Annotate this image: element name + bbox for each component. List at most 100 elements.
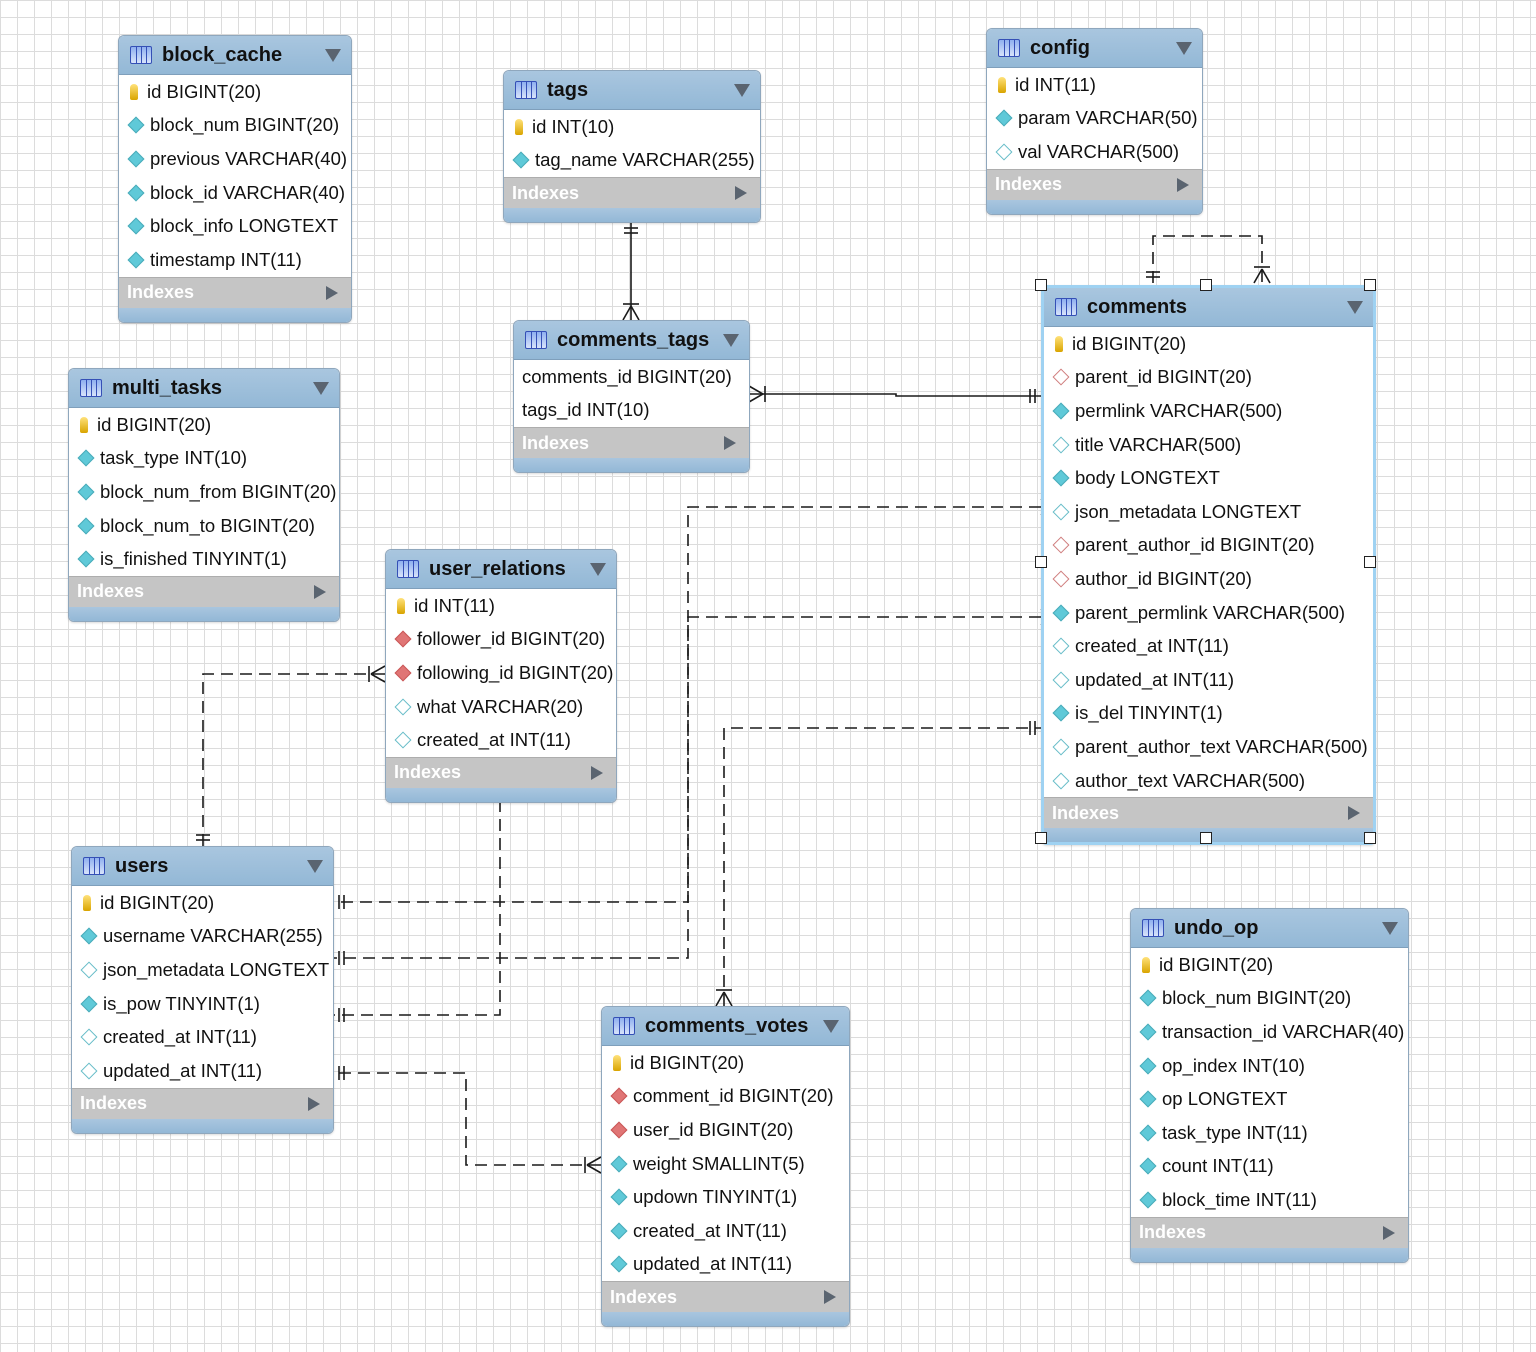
indexes-section[interactable]: Indexes bbox=[1044, 797, 1373, 829]
table-menu-icon[interactable] bbox=[734, 84, 750, 97]
column-row[interactable]: json_metadata LONGTEXT bbox=[72, 953, 333, 987]
indexes-section[interactable]: Indexes bbox=[514, 427, 749, 459]
column-row[interactable]: created_at INT(11) bbox=[602, 1214, 849, 1248]
table-menu-icon[interactable] bbox=[590, 563, 606, 576]
column-row[interactable]: block_num BIGINT(20) bbox=[119, 109, 351, 143]
column-row[interactable]: op LONGTEXT bbox=[1131, 1082, 1408, 1116]
indexes-section[interactable]: Indexes bbox=[386, 756, 616, 788]
expand-arrow-icon[interactable] bbox=[824, 1290, 836, 1305]
column-row[interactable]: updown TINYINT(1) bbox=[602, 1180, 849, 1214]
table-menu-icon[interactable] bbox=[307, 860, 323, 873]
expand-arrow-icon[interactable] bbox=[308, 1096, 320, 1111]
indexes-section[interactable]: Indexes bbox=[69, 575, 339, 607]
column-row[interactable]: id BIGINT(20) bbox=[602, 1046, 849, 1080]
table-menu-icon[interactable] bbox=[1176, 42, 1192, 55]
column-row[interactable]: block_id VARCHAR(40) bbox=[119, 176, 351, 210]
column-row[interactable]: task_type INT(11) bbox=[1131, 1116, 1408, 1150]
column-row[interactable]: following_id BIGINT(20) bbox=[386, 656, 616, 690]
indexes-section[interactable]: Indexes bbox=[72, 1087, 333, 1119]
column-row[interactable]: id BIGINT(20) bbox=[72, 886, 333, 920]
column-row[interactable]: id BIGINT(20) bbox=[119, 75, 351, 109]
table-header[interactable]: block_cache bbox=[119, 36, 351, 75]
resize-handle[interactable] bbox=[1199, 279, 1212, 291]
column-row[interactable]: updated_at INT(11) bbox=[72, 1054, 333, 1088]
relationship-line-comments-tags-comments[interactable] bbox=[749, 393, 1041, 397]
column-row[interactable]: what VARCHAR(20) bbox=[386, 690, 616, 724]
column-row[interactable]: is_finished TINYINT(1) bbox=[69, 542, 339, 576]
expand-arrow-icon[interactable] bbox=[1177, 177, 1189, 192]
column-row[interactable]: created_at INT(11) bbox=[72, 1020, 333, 1054]
table-header[interactable]: comments_votes bbox=[602, 1007, 849, 1046]
table-header[interactable]: user_relations bbox=[386, 550, 616, 589]
table-menu-icon[interactable] bbox=[1382, 922, 1398, 935]
table-header[interactable]: undo_op bbox=[1131, 909, 1408, 948]
column-row[interactable]: count INT(11) bbox=[1131, 1150, 1408, 1184]
column-row[interactable]: tags_id INT(10) bbox=[514, 394, 749, 428]
resize-handle[interactable] bbox=[1199, 832, 1212, 844]
column-row[interactable]: user_id BIGINT(20) bbox=[602, 1113, 849, 1147]
column-row[interactable]: op_index INT(10) bbox=[1131, 1049, 1408, 1083]
column-row[interactable]: is_del TINYINT(1) bbox=[1044, 697, 1373, 731]
indexes-section[interactable]: Indexes bbox=[119, 276, 351, 308]
column-row[interactable]: transaction_id VARCHAR(40) bbox=[1131, 1015, 1408, 1049]
table-header[interactable]: config bbox=[987, 29, 1202, 68]
column-row[interactable]: parent_permlink VARCHAR(500) bbox=[1044, 596, 1373, 630]
column-row[interactable]: block_info LONGTEXT bbox=[119, 209, 351, 243]
relationship-line-user-relations-users-follower[interactable] bbox=[202, 673, 385, 846]
column-row[interactable]: username VARCHAR(255) bbox=[72, 920, 333, 954]
table-header[interactable]: users bbox=[72, 847, 333, 886]
expand-arrow-icon[interactable] bbox=[1348, 806, 1360, 821]
column-row[interactable]: block_num BIGINT(20) bbox=[1131, 982, 1408, 1016]
expand-arrow-icon[interactable] bbox=[1383, 1225, 1395, 1240]
table-menu-icon[interactable] bbox=[313, 382, 329, 395]
table-header[interactable]: comments_tags bbox=[514, 321, 749, 360]
resize-handle[interactable] bbox=[1364, 555, 1376, 568]
column-row[interactable]: created_at INT(11) bbox=[386, 723, 616, 757]
column-row[interactable]: parent_author_text VARCHAR(500) bbox=[1044, 730, 1373, 764]
column-row[interactable]: id BIGINT(20) bbox=[1131, 948, 1408, 982]
expand-arrow-icon[interactable] bbox=[326, 285, 338, 300]
column-row[interactable]: updated_at INT(11) bbox=[602, 1248, 849, 1282]
column-row[interactable]: follower_id BIGINT(20) bbox=[386, 623, 616, 657]
table-header[interactable]: tags bbox=[504, 71, 760, 110]
column-row[interactable]: val VARCHAR(500) bbox=[987, 135, 1202, 169]
resize-handle[interactable] bbox=[1364, 832, 1376, 844]
relationship-line-comments-self[interactable] bbox=[1152, 235, 1263, 283]
column-row[interactable]: block_num_to BIGINT(20) bbox=[69, 509, 339, 543]
column-row[interactable]: weight SMALLINT(5) bbox=[602, 1147, 849, 1181]
resize-handle[interactable] bbox=[1364, 279, 1376, 291]
expand-arrow-icon[interactable] bbox=[724, 436, 736, 451]
table-header[interactable]: comments bbox=[1044, 288, 1373, 327]
indexes-section[interactable]: Indexes bbox=[602, 1281, 849, 1313]
column-row[interactable]: id INT(11) bbox=[386, 589, 616, 623]
column-row[interactable]: tag_name VARCHAR(255) bbox=[504, 144, 760, 178]
column-row[interactable]: parent_author_id BIGINT(20) bbox=[1044, 529, 1373, 563]
table-menu-icon[interactable] bbox=[723, 334, 739, 347]
column-row[interactable]: id BIGINT(20) bbox=[1044, 327, 1373, 361]
indexes-section[interactable]: Indexes bbox=[504, 177, 760, 209]
column-row[interactable]: updated_at INT(11) bbox=[1044, 663, 1373, 697]
indexes-section[interactable]: Indexes bbox=[1131, 1216, 1408, 1248]
column-row[interactable]: title VARCHAR(500) bbox=[1044, 428, 1373, 462]
column-row[interactable]: timestamp INT(11) bbox=[119, 243, 351, 277]
column-row[interactable]: created_at INT(11) bbox=[1044, 629, 1373, 663]
expand-arrow-icon[interactable] bbox=[314, 584, 326, 599]
relationship-line-votes-comments[interactable] bbox=[723, 727, 1041, 1006]
column-row[interactable]: task_type INT(10) bbox=[69, 442, 339, 476]
column-row[interactable]: param VARCHAR(50) bbox=[987, 102, 1202, 136]
column-row[interactable]: id INT(10) bbox=[504, 110, 760, 144]
relationship-line-user-relations-users-following[interactable] bbox=[333, 800, 501, 1016]
column-row[interactable]: block_num_from BIGINT(20) bbox=[69, 475, 339, 509]
table-menu-icon[interactable] bbox=[823, 1020, 839, 1033]
relationship-line-votes-users[interactable] bbox=[333, 1072, 601, 1166]
column-row[interactable]: author_text VARCHAR(500) bbox=[1044, 764, 1373, 798]
